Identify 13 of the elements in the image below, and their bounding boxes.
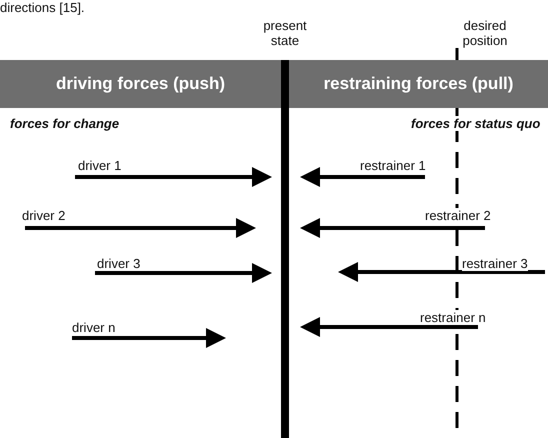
force-label: restrainer 1 — [360, 158, 426, 173]
force-label: restrainer n — [420, 310, 486, 325]
force-label: driver 2 — [22, 208, 66, 223]
header-band: restraining forces (pull) — [289, 60, 548, 108]
note: forces for change — [10, 116, 120, 131]
note: forces for status quo — [411, 116, 540, 131]
force-label: driver 3 — [97, 256, 140, 271]
force-label: restrainer 3 — [462, 256, 528, 271]
force-label: restrainer 2 — [425, 208, 491, 223]
header-band: driving forces (push) — [0, 60, 281, 108]
force-label: driver 1 — [78, 158, 122, 173]
label: directions [15]. — [0, 0, 85, 15]
force-label: driver n — [72, 320, 116, 335]
